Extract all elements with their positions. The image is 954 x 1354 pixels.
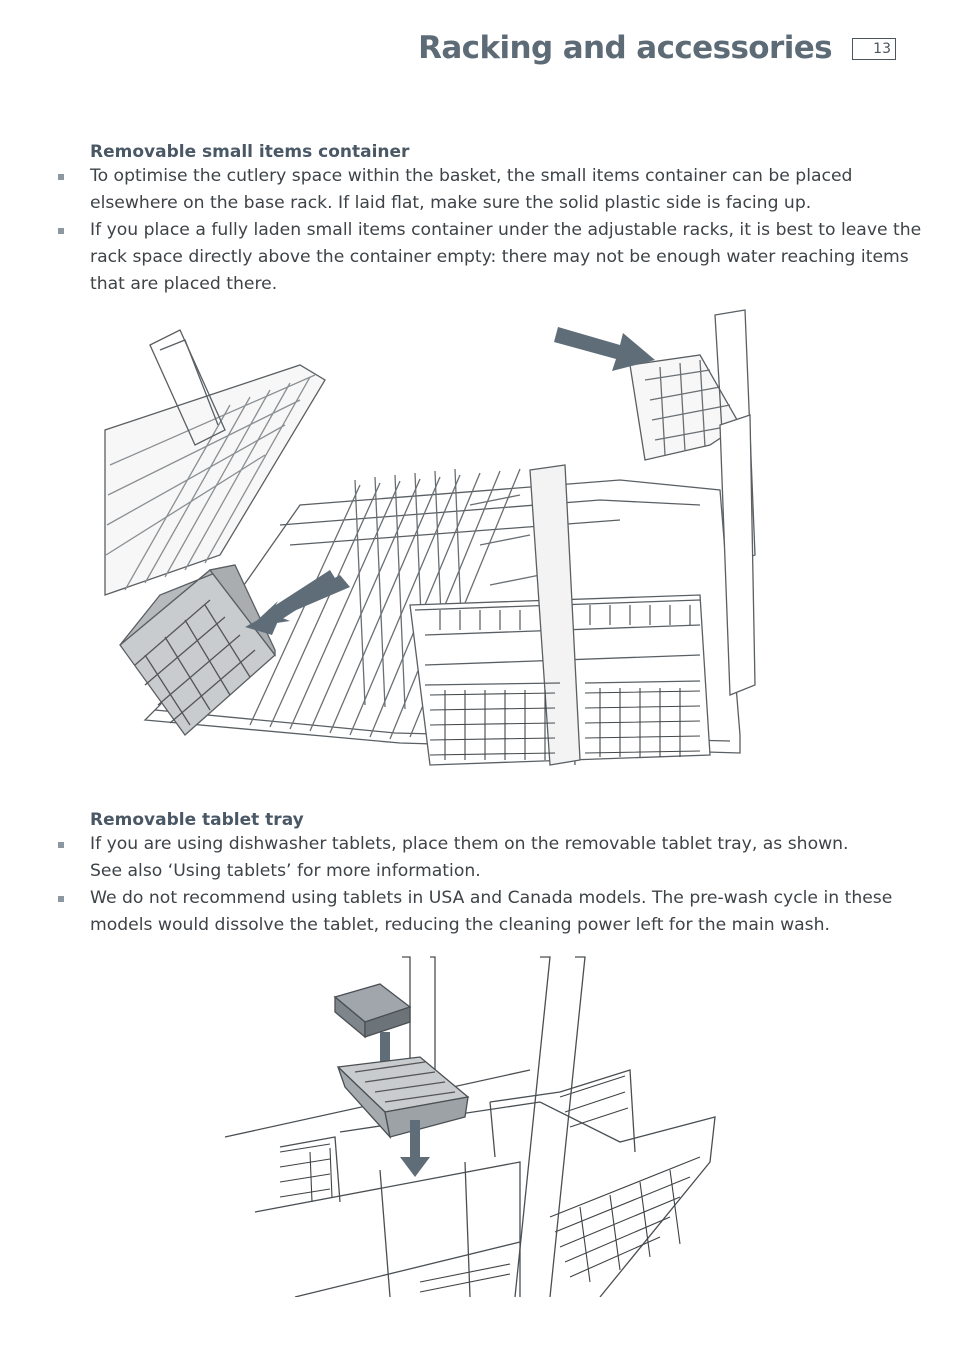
list-item: We do not recommend using tablets in USA…	[57, 885, 893, 939]
list-item: To optimise the cutlery space within the…	[57, 163, 887, 217]
basket-handle	[402, 956, 586, 1297]
fold-arrow-icon	[554, 327, 655, 371]
page-header: Racking and accessories 13	[418, 30, 896, 66]
insert-arrow-icon	[245, 570, 350, 635]
tablet-icon	[333, 983, 412, 1039]
tablet-tray-icon	[336, 1056, 470, 1140]
bullet-text-line: that are placed there.	[90, 274, 278, 294]
bullet-text-line: models would dissolve the tablet, reduci…	[90, 915, 830, 935]
section-heading-small-items: Removable small items container	[90, 142, 410, 162]
left-folding-rack	[104, 329, 326, 596]
bullet-text-line: rack space directly above the container …	[90, 247, 909, 267]
small-items-bullet-list: To optimise the cutlery space within the…	[57, 163, 922, 298]
bullet-square-icon	[58, 228, 64, 234]
bullet-text-line: If you are using dishwasher tablets, pla…	[90, 834, 849, 854]
tablet-tray-bullet-list: If you are using dishwasher tablets, pla…	[57, 831, 893, 939]
list-item: If you are using dishwasher tablets, pla…	[57, 831, 887, 885]
bullet-text-line: See also ‘Using tablets’ for more inform…	[90, 861, 481, 881]
bullet-text-line: We do not recommend using tablets in USA…	[90, 888, 893, 908]
cutlery-basket-closeup	[224, 1069, 716, 1297]
bullet-text-line: elsewhere on the base rack. If laid flat…	[90, 193, 812, 213]
list-item: If you place a fully laden small items c…	[57, 217, 922, 298]
tablet-tray-illustration	[220, 952, 720, 1297]
bullet-square-icon	[58, 896, 64, 902]
small-items-container	[119, 564, 276, 736]
section-heading-tablet-tray: Removable tablet tray	[90, 810, 304, 830]
bullet-square-icon	[58, 174, 64, 180]
bullet-text-line: If you place a fully laden small items c…	[90, 220, 922, 240]
rack-illustration	[100, 305, 760, 775]
bullet-square-icon	[58, 842, 64, 848]
page-number: 13	[852, 38, 896, 60]
down-arrow-icon	[400, 1120, 430, 1177]
bullet-text-line: To optimise the cutlery space within the…	[90, 166, 853, 186]
page-title: Racking and accessories	[418, 30, 833, 66]
cutlery-basket	[409, 464, 711, 766]
right-folding-rack	[629, 309, 756, 696]
